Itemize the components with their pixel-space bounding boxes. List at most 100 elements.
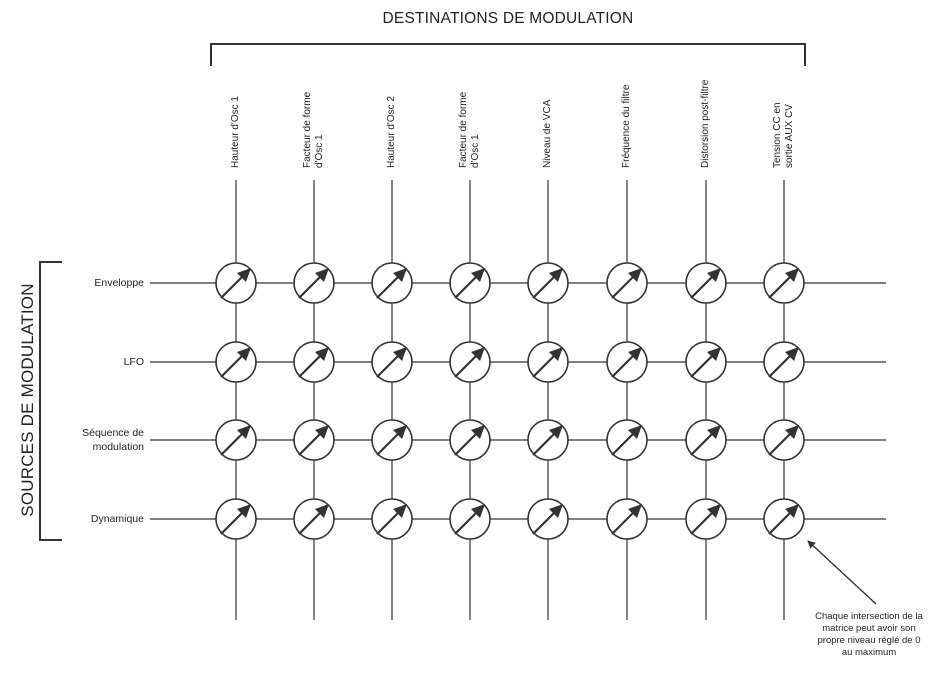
knob-1-8-arrow-head (785, 268, 799, 282)
knob-2-5-arrow-shaft (532, 352, 558, 378)
knob-4-3-arrow-head (393, 504, 407, 518)
knob-4-7-arrow-head (707, 504, 721, 518)
annotation-note-line: matrice peut avoir son (822, 623, 916, 634)
knob-3-6-arrow-shaft (611, 430, 637, 456)
knob-4-6-arrow-shaft (611, 509, 637, 535)
knob-3-1-arrow-shaft (220, 430, 246, 456)
knob-1-2-arrow-head (315, 268, 329, 282)
source-label-line: modulation (92, 441, 144, 453)
knob-4-1-arrow-head (237, 504, 251, 518)
source-label-1: Enveloppe (14, 276, 144, 290)
annotation-note-line: au maximum (841, 647, 897, 658)
knob-2-2-arrow-shaft (298, 352, 324, 378)
knob-3-4-arrow-head (471, 425, 485, 439)
knob-1-5-arrow-shaft (532, 273, 558, 299)
knob-2-6-arrow-head (628, 347, 642, 361)
annotation-note-line: propre niveau réglé de 0 (817, 635, 921, 646)
knob-2-8-arrow-shaft (768, 352, 794, 378)
knob-1-2-arrow-shaft (298, 273, 324, 299)
knob-4-4-arrow-head (471, 504, 485, 518)
knob-2-8-arrow-head (785, 347, 799, 361)
source-label-line: LFO (123, 356, 144, 368)
knob-4-8-arrow-shaft (768, 509, 794, 535)
knob-2-3-arrow-head (393, 347, 407, 361)
destination-label-line: Distorsion post-filtre (700, 79, 711, 168)
annotation-arrow-icon (807, 540, 877, 605)
knob-4-5-arrow-shaft (532, 509, 558, 535)
knob-4-3-arrow-shaft (376, 509, 402, 535)
destination-label-line: d'Osc 1 (314, 134, 325, 168)
knob-3-2-arrow-head (315, 425, 329, 439)
knob-3-2-arrow-shaft (298, 430, 324, 456)
knob-4-7-arrow-shaft (690, 509, 716, 535)
destination-label-line: Fréquence du filtre (621, 84, 632, 168)
destination-label-line: Hauteur d'Osc 1 (230, 96, 241, 168)
knob-4-2-arrow-head (315, 504, 329, 518)
sources-title: SOURCES DE MODULATION (18, 283, 37, 517)
knob-1-1-arrow-head (237, 268, 251, 282)
source-label-line: Enveloppe (94, 277, 144, 289)
knob-3-4-arrow-shaft (454, 430, 480, 456)
annotation-note-line: Chaque intersection de la (815, 611, 923, 622)
destination-label-1: Hauteur d'Osc 1 (230, 0, 242, 168)
destination-label-3: Hauteur d'Osc 2 (386, 0, 398, 168)
knob-3-3-arrow-head (393, 425, 407, 439)
knob-4-8-arrow-head (785, 504, 799, 518)
knob-2-4-arrow-head (471, 347, 485, 361)
destination-label-line: Tension CC en (772, 102, 783, 168)
destinations-title: DESTINATIONS DE MODULATION (382, 10, 634, 27)
knob-4-5-arrow-head (549, 504, 563, 518)
source-label-2: LFO (14, 355, 144, 369)
destination-label-line: Niveau de VCA (542, 99, 553, 168)
knob-1-4-arrow-shaft (454, 273, 480, 299)
source-label-line: Dynamique (90, 513, 144, 525)
knob-1-8-arrow-shaft (768, 273, 794, 299)
knob-1-3-arrow-head (393, 268, 407, 282)
knob-1-6-arrow-head (628, 268, 642, 282)
knob-4-2-arrow-shaft (298, 509, 324, 535)
sources-bracket (39, 261, 62, 541)
destination-label-7: Distorsion post-filtre (700, 0, 712, 168)
knob-1-3-arrow-shaft (376, 273, 402, 299)
destination-label-6: Fréquence du filtre (621, 0, 633, 168)
destinations-bracket (210, 43, 806, 66)
knob-2-5-arrow-head (549, 347, 563, 361)
knob-2-1-arrow-head (237, 347, 251, 361)
knob-1-7-arrow-shaft (690, 273, 716, 299)
knob-1-6-arrow-shaft (611, 273, 637, 299)
knob-2-4-arrow-shaft (454, 352, 480, 378)
knob-3-3-arrow-shaft (376, 430, 402, 456)
knob-4-1-arrow-shaft (220, 509, 246, 535)
knob-2-6-arrow-shaft (611, 352, 637, 378)
knob-3-1-arrow-head (237, 425, 251, 439)
knob-2-7-arrow-head (707, 347, 721, 361)
knob-1-1-arrow-shaft (220, 273, 246, 299)
knob-4-4-arrow-shaft (454, 509, 480, 535)
knob-1-4-arrow-head (471, 268, 485, 282)
knob-1-7-arrow-head (707, 268, 721, 282)
knob-2-1-arrow-shaft (220, 352, 246, 378)
destination-label-line: Facteur de forme (458, 91, 469, 168)
source-label-4: Dynamique (14, 512, 144, 526)
knob-3-7-arrow-head (707, 425, 721, 439)
source-label-3: Séquence de modulation (14, 426, 144, 454)
destination-label-line: Facteur de forme (302, 91, 313, 168)
knob-3-6-arrow-head (628, 425, 642, 439)
knob-3-5-arrow-head (549, 425, 563, 439)
knob-3-8-arrow-head (785, 425, 799, 439)
knob-1-5-arrow-head (549, 268, 563, 282)
destination-label-line: d'Osc 1 (470, 134, 481, 168)
source-label-line: Séquence de (82, 427, 144, 439)
knob-2-7-arrow-shaft (690, 352, 716, 378)
knob-2-3-arrow-shaft (376, 352, 402, 378)
destination-label-line: sortie AUX CV (784, 104, 795, 168)
knob-3-8-arrow-shaft (768, 430, 794, 456)
destination-label-5: Niveau de VCA (542, 0, 554, 168)
knob-4-6-arrow-head (628, 504, 642, 518)
